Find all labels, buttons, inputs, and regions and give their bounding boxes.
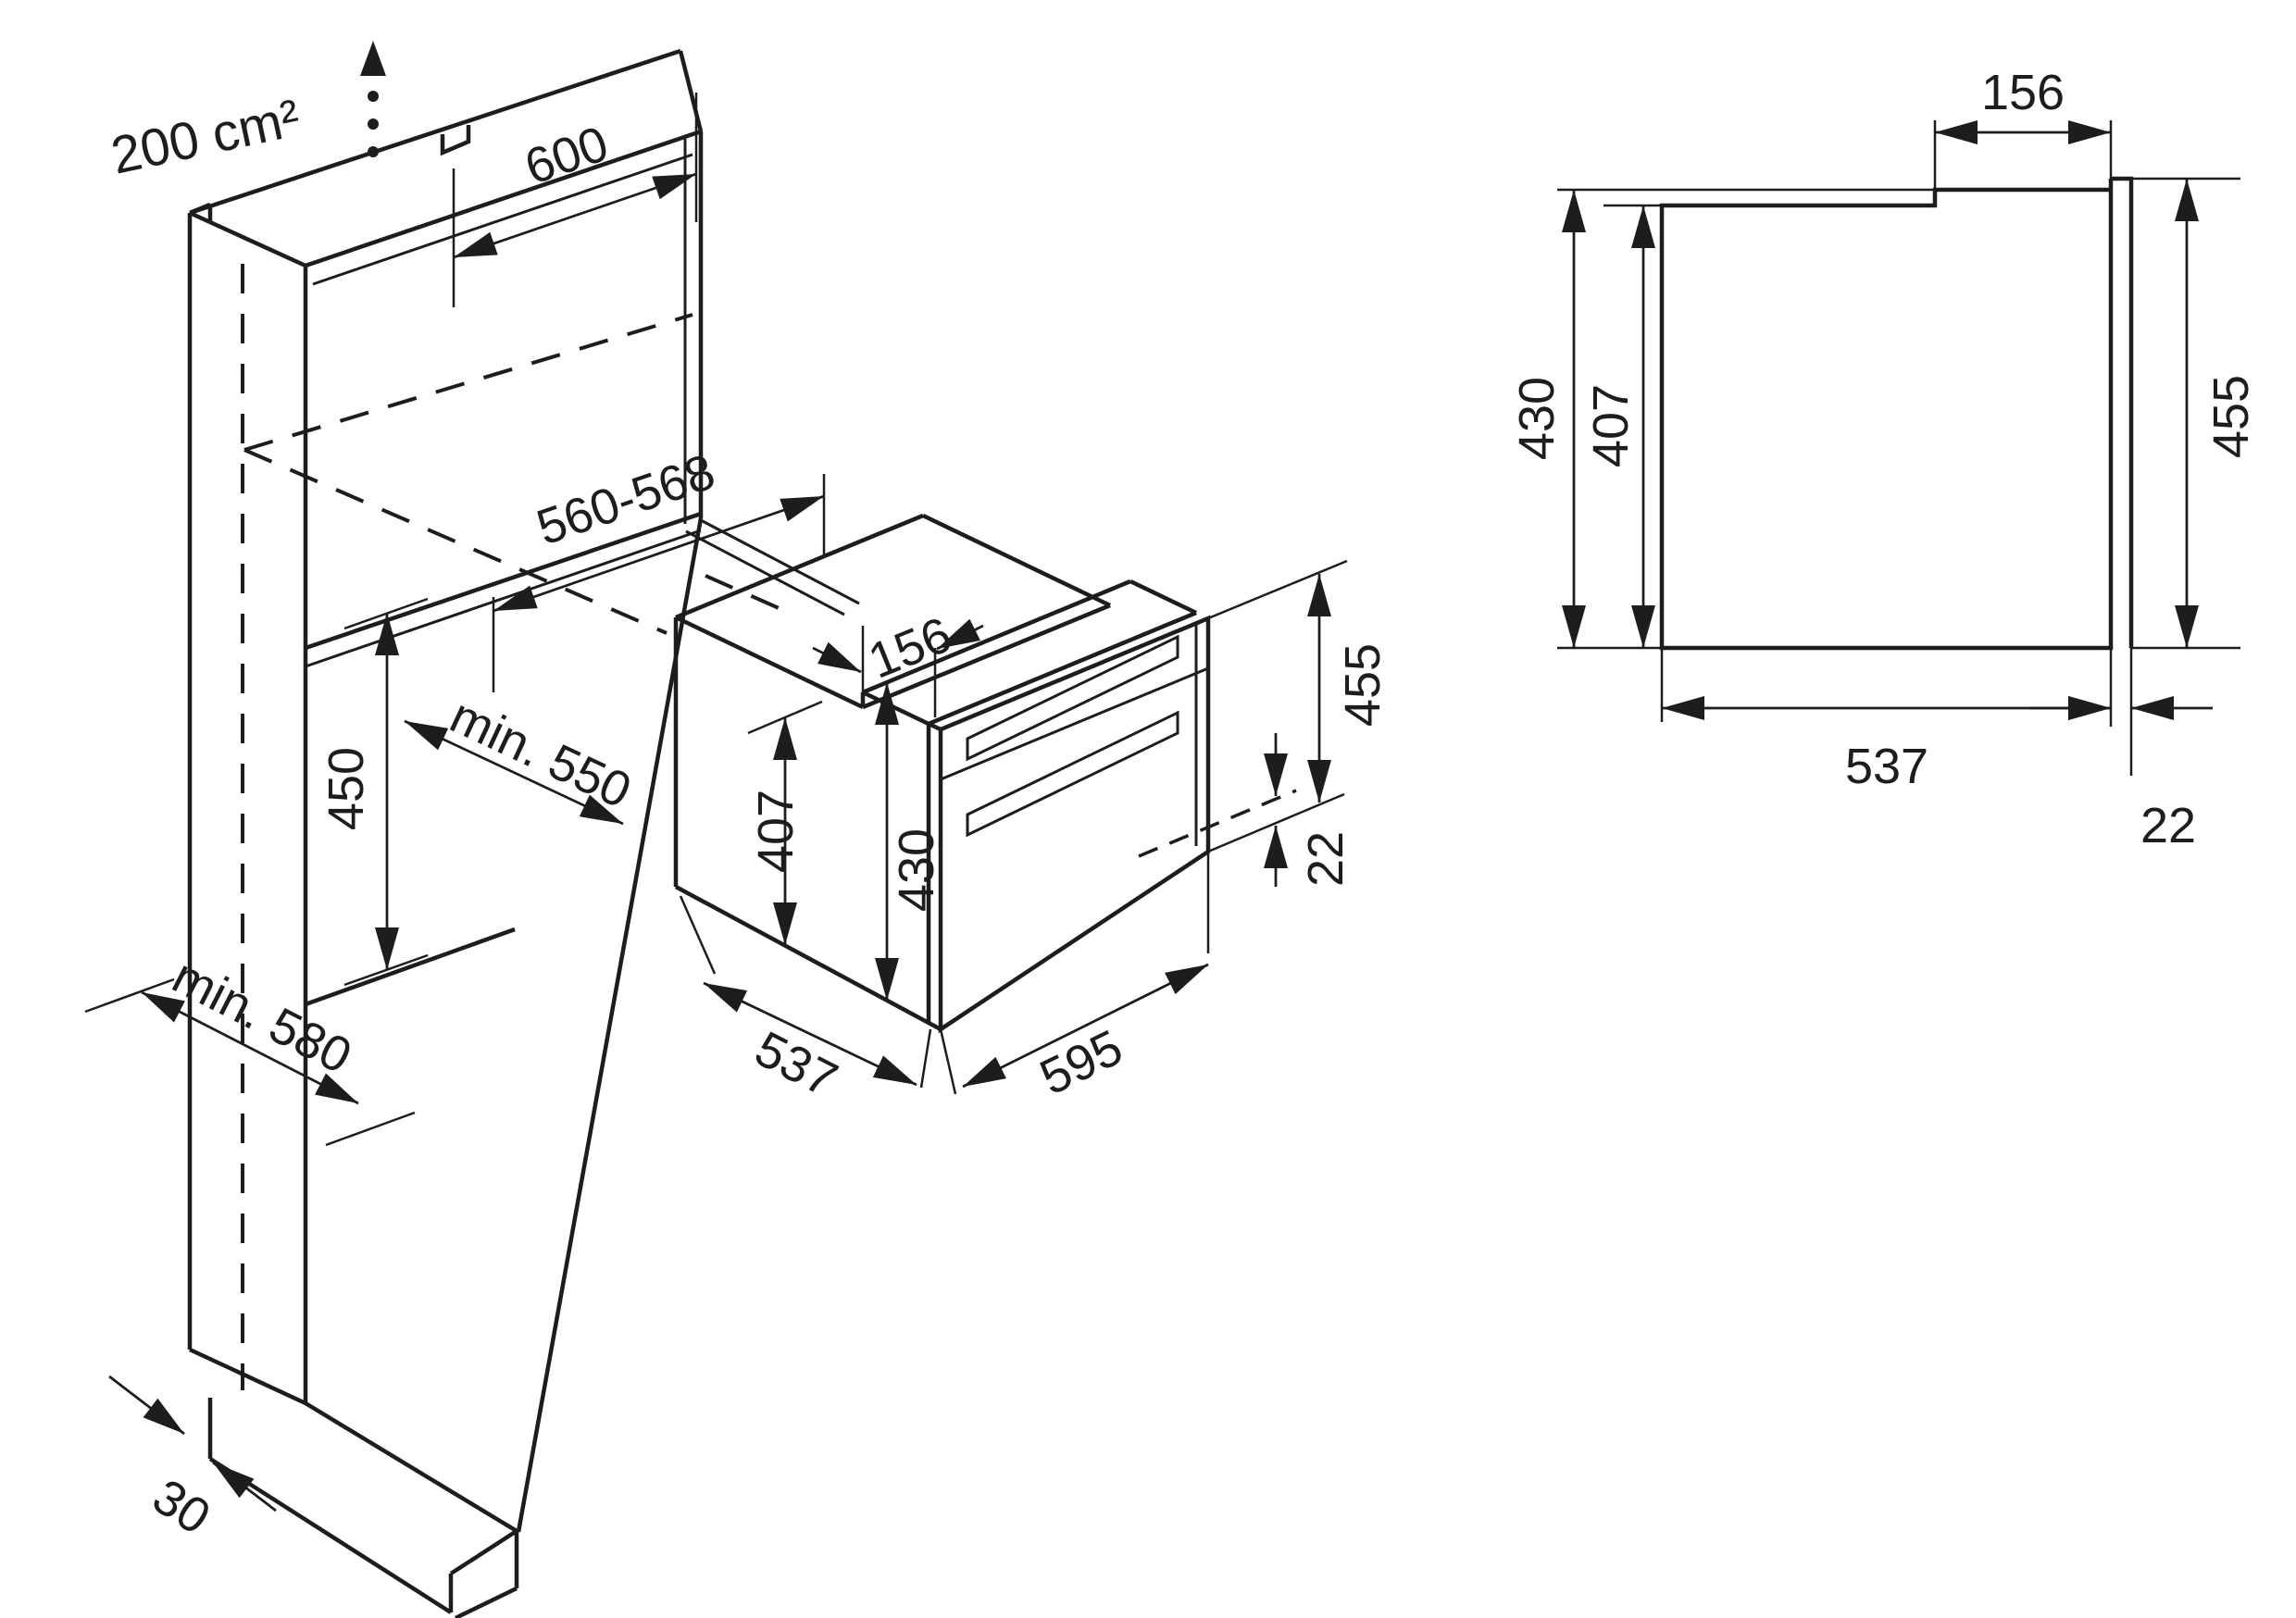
section-outline <box>1659 176 2134 651</box>
vent-dot <box>368 118 379 130</box>
oven-outline <box>673 513 1211 1034</box>
label-plinth-recess: 30 <box>143 1468 219 1545</box>
oven-drawing: 156 407 430 455 22 537 595 <box>673 513 1391 1108</box>
label-section-panel-height: 455 <box>2203 375 2259 458</box>
label-oven-body-height: 407 <box>748 790 804 873</box>
dim-line-oven-top-depth-a <box>812 641 862 674</box>
section-drawing: 156 430 407 455 537 22 <box>1509 65 2259 853</box>
label-cabinet-width: 600 <box>518 116 616 195</box>
section-extension-lines <box>1557 120 2240 776</box>
label-section-overall-height: 430 <box>1509 377 1565 460</box>
label-oven-top-depth: 156 <box>861 606 959 689</box>
dim-line-cabinet-depth <box>141 990 359 1105</box>
dim-line-cabinet-width <box>453 172 697 259</box>
oven-front-details <box>940 624 1209 846</box>
cabinet-drawing: 200 cm² 600 560-568 450 min. 550 min. 58… <box>84 41 860 1618</box>
label-niche-height: 450 <box>318 747 374 830</box>
dim-line-niche-depth <box>404 719 624 826</box>
label-oven-panel-height: 455 <box>1335 643 1391 727</box>
dim-line-oven-width <box>962 963 1209 1089</box>
dim-line-oven-top-depth-b <box>936 618 984 651</box>
dim-line-niche-width <box>493 494 825 613</box>
vent-dot <box>368 91 379 102</box>
oven-hidden-bottom-edge <box>1138 789 1297 858</box>
dim-line-plinth-recess-b <box>212 1461 277 1512</box>
label-oven-front-height: 430 <box>889 828 944 912</box>
cabinet-frame-inner-lines <box>305 139 702 668</box>
label-section-door-thickness: 22 <box>2140 798 2196 853</box>
label-oven-door-thickness: 22 <box>1298 831 1354 887</box>
label-section-body-height: 407 <box>1583 384 1639 467</box>
label-vent-area: 200 cm² <box>106 88 306 185</box>
label-cabinet-depth: min. 580 <box>164 948 360 1084</box>
cabinet-hidden-edges <box>241 264 786 1390</box>
label-oven-width: 595 <box>1031 1019 1130 1105</box>
label-oven-body-depth: 537 <box>746 1021 846 1108</box>
dim-line-plinth-recess-a <box>108 1375 185 1436</box>
vent-arrow-icon <box>360 41 386 76</box>
label-section-body-depth: 537 <box>1845 739 1928 794</box>
dim-line-oven-body-depth <box>703 981 917 1087</box>
cabinet-outline <box>187 48 704 1618</box>
label-section-top-depth: 156 <box>1981 65 2065 120</box>
